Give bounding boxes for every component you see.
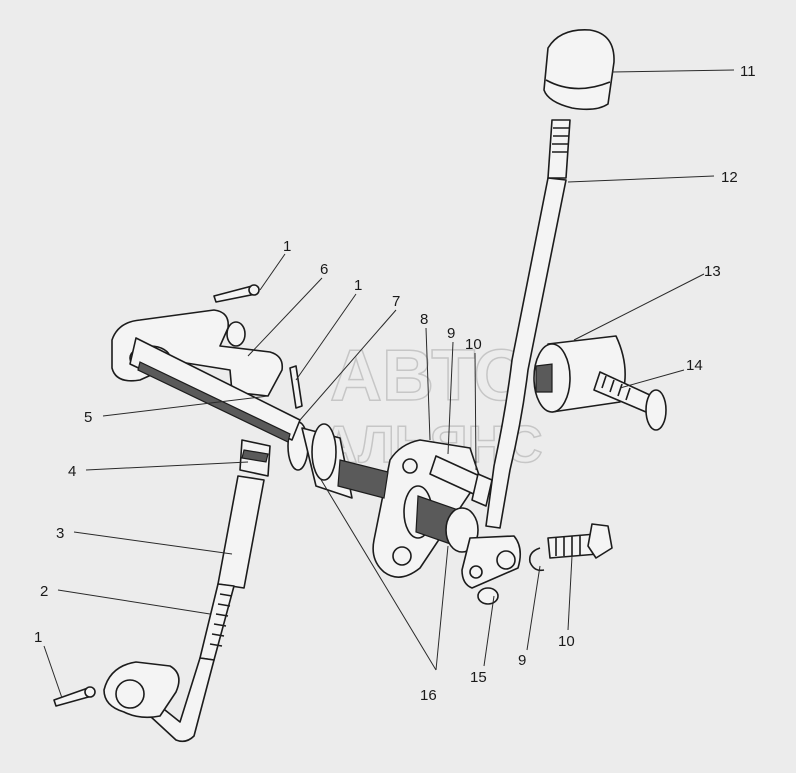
callout-16: 16 xyxy=(420,687,437,704)
watermark-line1: АВТО xyxy=(330,336,529,416)
lower-bracket xyxy=(103,661,180,719)
gear-lever xyxy=(485,119,571,529)
pivot-bolt xyxy=(593,371,667,431)
callout-1-middle: 1 xyxy=(354,277,362,294)
callout-10-upper: 10 xyxy=(465,336,482,353)
callout-3: 3 xyxy=(56,525,64,542)
knob-cap xyxy=(543,29,615,111)
callout-14: 14 xyxy=(686,357,703,374)
callout-12: 12 xyxy=(721,169,738,186)
selector-shaft xyxy=(129,337,301,443)
callout-1-top: 1 xyxy=(283,238,291,255)
callout-13: 13 xyxy=(704,263,721,280)
callout-9-upper: 9 xyxy=(447,325,455,342)
cotter-pin-middle xyxy=(289,365,303,409)
lock-washer xyxy=(528,547,545,572)
callout-labels: 1 6 1 7 8 9 10 5 4 3 2 1 11 12 13 14 16 … xyxy=(34,63,756,704)
callout-11: 11 xyxy=(740,63,756,80)
threaded-rod xyxy=(149,583,235,743)
adjusting-sleeve xyxy=(217,475,265,589)
callout-10-lower: 10 xyxy=(558,633,575,650)
callout-1-bottom: 1 xyxy=(34,629,42,646)
hex-bolt xyxy=(547,523,613,559)
callout-4: 4 xyxy=(68,463,76,480)
callout-8: 8 xyxy=(420,311,428,328)
callout-7: 7 xyxy=(392,293,400,310)
callout-2: 2 xyxy=(40,583,48,600)
lock-nut xyxy=(239,439,271,477)
shaft-bushings xyxy=(287,421,479,553)
callout-5: 5 xyxy=(84,409,92,426)
lever-clamp xyxy=(461,535,522,605)
leader-lines xyxy=(43,69,735,699)
callout-9-lower: 9 xyxy=(518,652,526,669)
cotter-pin-bottom xyxy=(53,686,96,707)
callout-15: 15 xyxy=(470,669,487,686)
cotter-pin-top xyxy=(213,284,260,303)
callout-6: 6 xyxy=(320,261,328,278)
spring-cylinder xyxy=(533,335,626,413)
